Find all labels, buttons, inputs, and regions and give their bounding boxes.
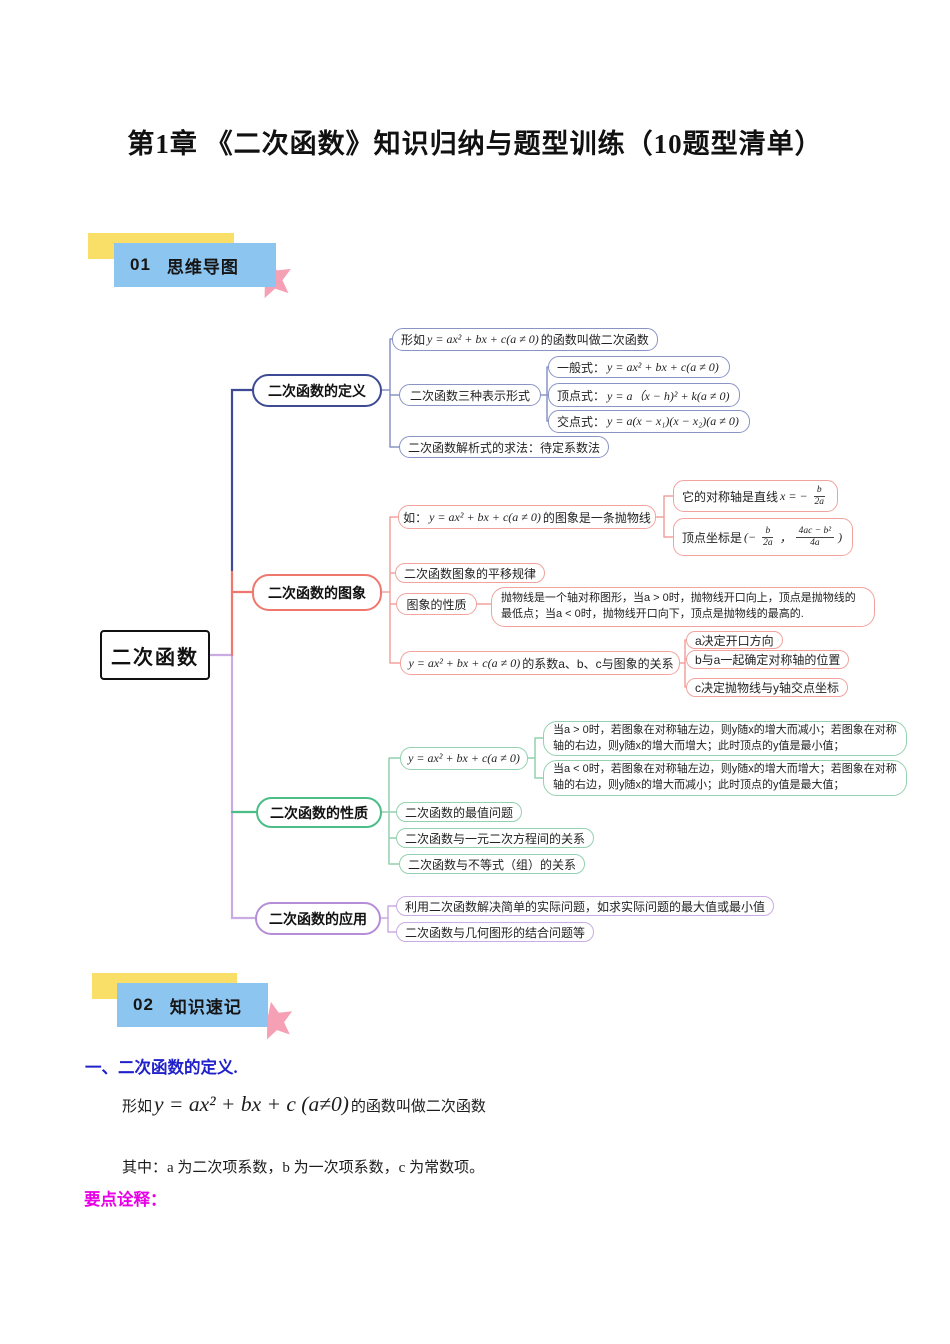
leaf-property-formula: y = ax² + bx + c(a ≠ 0) [400, 747, 528, 770]
section-number: 02 [133, 995, 154, 1014]
branch-property: 二次函数的性质 [256, 797, 382, 828]
section-label: 思维导图 [166, 257, 239, 277]
notes-heading-definition: 一、二次函数的定义. [85, 1058, 238, 1077]
section-header-notes: 02 知识速记 [117, 983, 268, 1027]
star-icon [255, 1001, 293, 1040]
section-number: 01 [130, 255, 151, 274]
leaf-a-negative: 当a < 0时，若图象在对称轴左边，则y随x的增大而增大；若图象在对称轴的右边，… [543, 760, 907, 796]
leaf-quadratic-equation: 二次函数与一元二次方程间的关系 [396, 828, 595, 848]
leaf-coeff-c: c决定抛物线与y轴交点坐标 [686, 678, 849, 697]
leaf-graph-nature-detail: 抛物线是一个轴对称图形，当a > 0时，抛物线开口向上，顶点是抛物线的最低点；当… [491, 587, 875, 627]
section-header-mindmap: 01 思维导图 [114, 243, 276, 287]
key-points-label: 要点诠释： [84, 1190, 167, 1209]
leaf-graph-nature: 图象的性质 [396, 593, 477, 615]
leaf-translation: 二次函数图象的平移规律 [395, 563, 546, 583]
leaf-three-forms: 二次函数三种表示形式 [399, 384, 541, 406]
branch-definition: 二次函数的定义 [252, 374, 382, 407]
coefficients-line: 其中：a 为二次项系数，b 为一次项系数，c 为常数项。 [122, 1160, 485, 1176]
leaf-geometry-problems: 二次函数与几何图形的结合问题等 [396, 922, 595, 942]
leaf-coefficients: y = ax² + bx + c(a ≠ 0)的系数a、b、c与图象的关系 [400, 651, 680, 675]
leaf-intersect-form: 交点式：y = a(x − x₁)(x − x₂)(a ≠ 0) [548, 410, 750, 433]
definition-line: 形如y = ax² + bx + c (a≠0)的函数叫做二次函数 [122, 1092, 486, 1116]
section-label: 知识速记 [169, 997, 242, 1017]
leaf-inequality: 二次函数与不等式（组）的关系 [399, 854, 586, 874]
leaf-parabola: 如：y = ax² + bx + c(a ≠ 0)的图象是一条抛物线 [398, 505, 656, 529]
leaf-practical-problems: 利用二次函数解决简单的实际问题，如求实际问题的最大值或最小值 [396, 896, 775, 916]
page-title: 第1章 《二次函数》知识归纳与题型训练（10题型清单） [127, 129, 823, 159]
branch-application: 二次函数的应用 [255, 902, 381, 935]
leaf-vertex-form: 顶点式：y = a（x − h)² + k(a ≠ 0) [548, 383, 741, 407]
mindmap-center-node: 二次函数 [100, 630, 210, 680]
leaf-coeff-b: b与a一起确定对称轴的位置 [686, 650, 850, 669]
leaf-a-positive: 当a > 0时，若图象在对称轴左边，则y随x的增大而减小；若图象在对称轴的右边，… [543, 721, 907, 756]
branch-graph: 二次函数的图象 [252, 574, 382, 611]
leaf-solve-method: 二次函数解析式的求法：待定系数法 [399, 436, 610, 458]
leaf-extreme-value: 二次函数的最值问题 [396, 802, 523, 822]
leaf-coeff-a: a决定开口方向 [686, 631, 783, 649]
leaf-general-form: 一般式：y = ax² + bx + c(a ≠ 0) [548, 356, 730, 378]
